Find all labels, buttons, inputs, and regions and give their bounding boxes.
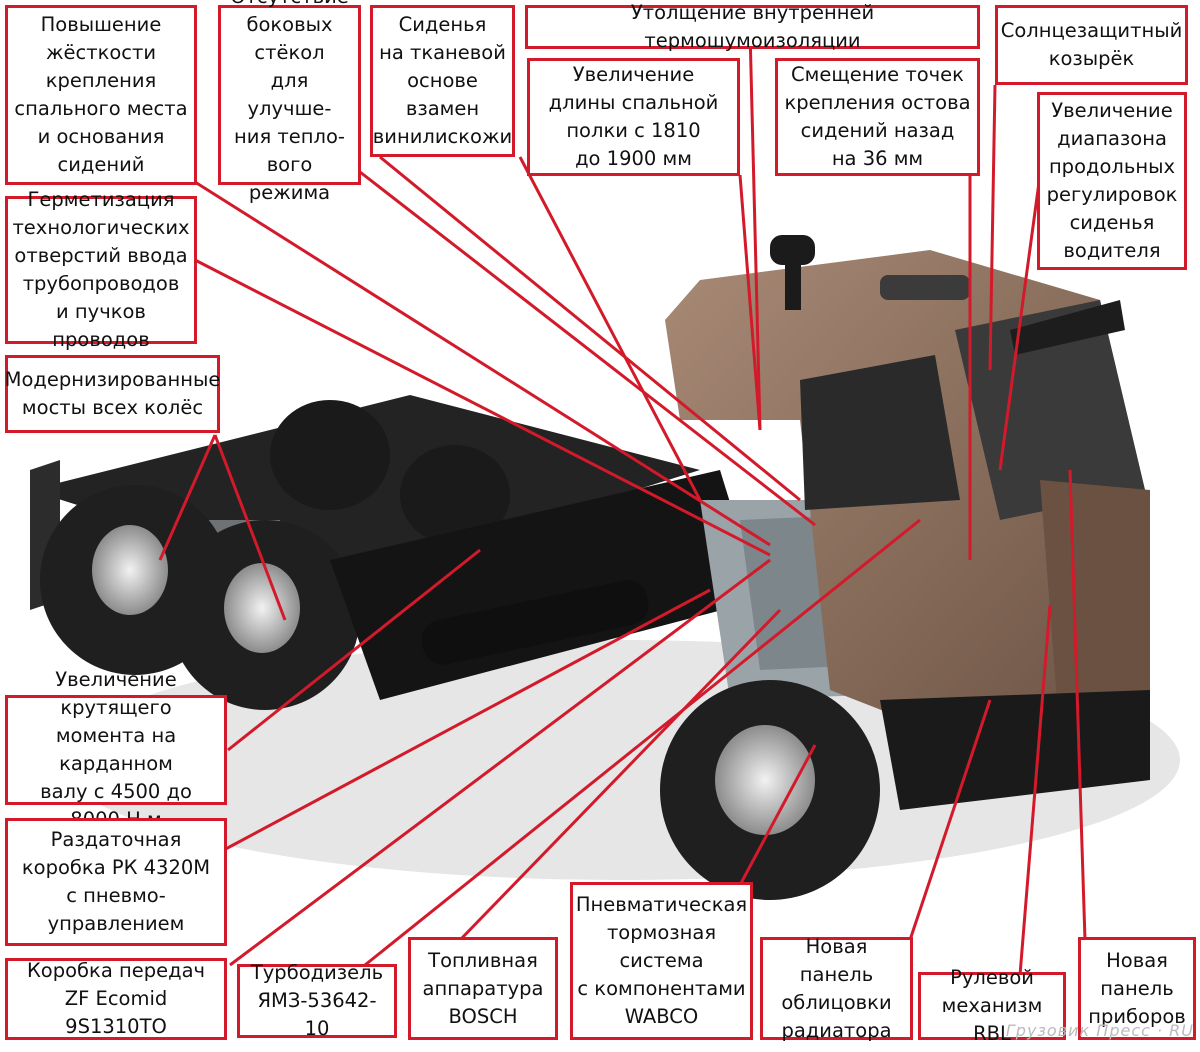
air-intake-pipe [785, 262, 801, 310]
label-steering: Рулевой механизм RBL [918, 966, 1066, 1045]
label-gearbox: Коробка передач ZF Ecomid 9S1310TO [5, 958, 227, 1040]
rear-wheel-2 [170, 520, 360, 710]
label-engine: Турбодизель ЯМЗ-53642-10 [237, 961, 397, 1040]
leader-lines [158, 29, 1087, 976]
front-wheel [660, 680, 880, 900]
label-seat-stiffness: Повышение жёсткости крепления спального … [5, 5, 197, 185]
label-torque: Увеличение крутящего момента на карданно… [5, 668, 227, 831]
label-axles: Модернизированные мосты всех колёс [5, 355, 220, 433]
label-dashboard: Новая панель приборов [1078, 937, 1196, 1040]
grille [1040, 480, 1150, 740]
label-seat-shift: Смещение точек крепления остова сидений … [775, 58, 980, 176]
label-berth-length: Увеличение длины спальной полки с 1810 д… [527, 58, 740, 176]
windshield [955, 300, 1145, 520]
label-insulation: Утолщение внутренней термошумоизоляции [525, 1, 980, 52]
label-sealing: Герметизация технологических отверстий в… [5, 188, 197, 351]
label-seat-range: Увеличение диапазона продольных регулиро… [1037, 92, 1187, 270]
rear-wheel-4 [400, 445, 510, 545]
fuel-tank [421, 580, 649, 665]
side-window [800, 355, 960, 510]
label-sun-visor: Солнцезащитный козырёк [995, 5, 1188, 85]
watermark: Грузовик Пресс · RU [1005, 1021, 1194, 1040]
air-intake [770, 235, 815, 265]
label-brakes: Пневматическая тормозная система с компо… [570, 882, 753, 1040]
bumper [880, 690, 1150, 810]
roof-hatch [880, 275, 970, 300]
sun-visor [1010, 300, 1125, 355]
label-fabric-seats: Сиденья на тканевой основе взамен винили… [370, 5, 515, 157]
label-radiator-panel: Новая панель облицовки радиатора [760, 935, 913, 1042]
label-fuel: Топливная аппаратура BOSCH [408, 937, 558, 1040]
label-no-side-glass: Отсутствие боковых стёкол для улучше- ни… [218, 0, 361, 204]
rear-wheel-3 [270, 400, 390, 510]
label-transfer-case: Раздаточная коробка РК 4320М с пневмо- у… [5, 818, 227, 946]
